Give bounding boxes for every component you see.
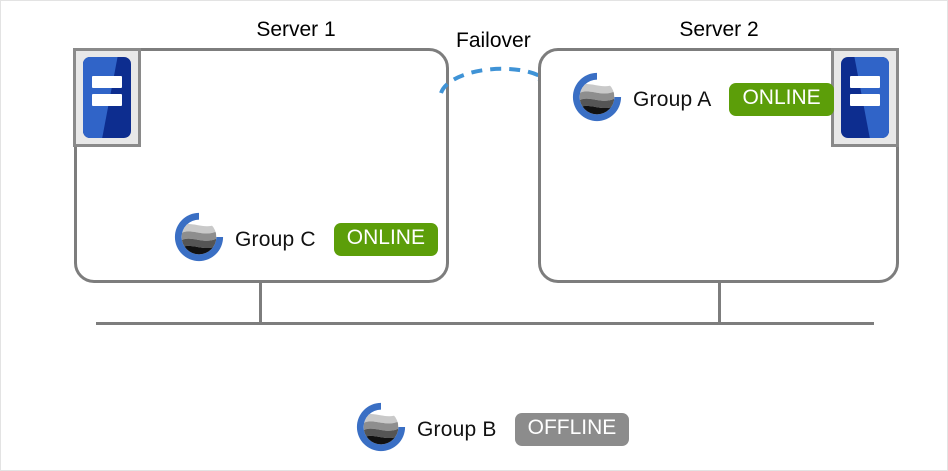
group-c-status-badge[interactable]: ONLINE	[333, 223, 438, 256]
server-2-title: Server 2	[679, 18, 759, 41]
server-2-hardware-icon	[831, 48, 899, 147]
group-b-label: Group B	[417, 417, 497, 441]
server-2-network-drop-line	[718, 280, 721, 325]
group-a-status-badge[interactable]: ONLINE	[729, 83, 834, 116]
group-logo-icon	[569, 69, 625, 130]
group-b-status-badge[interactable]: OFFLINE	[514, 413, 630, 446]
group-c-label: Group C	[235, 227, 316, 251]
group-logo-icon	[353, 399, 409, 460]
server-icon-bar-1	[91, 76, 123, 88]
group-logo-icon	[171, 209, 227, 270]
server-1-icon-body	[83, 57, 131, 138]
group-row-c[interactable]: Group C ONLINE	[171, 209, 438, 270]
server-1-title: Server 1	[256, 18, 336, 41]
group-row-b[interactable]: Group B OFFLINE	[353, 399, 630, 460]
group-a-label: Group A	[633, 87, 712, 111]
server-2-icon-body	[841, 57, 889, 138]
network-bus-line	[96, 322, 874, 325]
group-row-a[interactable]: Group A ONLINE	[569, 69, 834, 130]
failover-label: Failover	[456, 29, 531, 52]
server-icon-bar-2	[849, 94, 881, 106]
server-icon-bar-1	[849, 76, 881, 88]
server-icon-bar-2	[91, 94, 123, 106]
server-1-hardware-icon	[73, 48, 141, 147]
server-1-network-drop-line	[259, 280, 262, 325]
